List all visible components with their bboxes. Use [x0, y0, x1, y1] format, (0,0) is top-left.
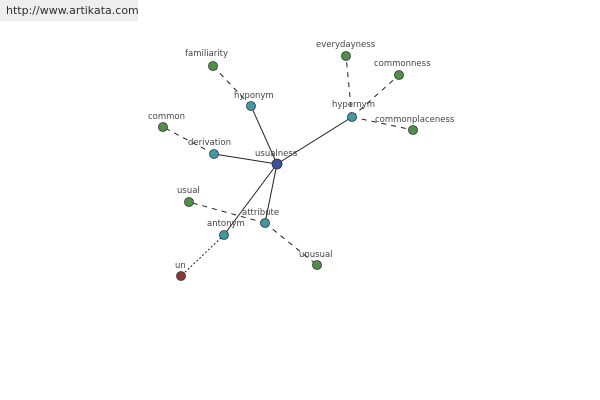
graph-edges	[162, 55, 414, 277]
node-familiarity[interactable]	[208, 61, 218, 71]
edge-usualness-antonym	[223, 163, 278, 236]
node-label-usualness[interactable]: usualness	[255, 149, 298, 159]
node-label-attribute[interactable]: attribute	[242, 208, 279, 218]
node-unusual[interactable]	[312, 260, 322, 270]
node-label-everydayness[interactable]: everydayness	[316, 40, 376, 50]
node-usualness[interactable]	[271, 158, 283, 170]
node-label-un[interactable]: un	[175, 261, 186, 271]
node-label-familiarity[interactable]: familiarity	[185, 49, 228, 59]
node-usual[interactable]	[184, 197, 194, 207]
edge-usualness-attribute	[264, 163, 278, 224]
edge-usualness-derivation	[213, 153, 278, 165]
node-label-unusual[interactable]: unusual	[299, 250, 333, 260]
graph-labels: usualness hyponym hypernym derivation attrib…	[148, 40, 455, 271]
node-antonym[interactable]	[219, 230, 229, 240]
site-url-banner[interactable]: http://www.artikata.com	[0, 0, 139, 21]
node-label-derivation[interactable]: derivation	[188, 138, 231, 148]
node-attribute[interactable]	[260, 218, 270, 228]
node-label-common[interactable]: common	[148, 112, 185, 122]
graph-nodes	[158, 51, 418, 281]
edge-antonym-un	[180, 234, 225, 277]
node-commonness[interactable]	[394, 70, 404, 80]
node-un[interactable]	[176, 271, 186, 281]
node-commonplaceness[interactable]	[408, 125, 418, 135]
edge-attribute-usual	[188, 201, 266, 224]
edge-hypernym-everydayness	[345, 55, 353, 118]
edge-hypernym-commonness	[351, 74, 400, 118]
node-hypernym[interactable]	[347, 112, 357, 122]
edge-usualness-hypernym	[276, 116, 353, 165]
edge-hypernym-commonplaceness	[351, 116, 414, 131]
node-everydayness[interactable]	[341, 51, 351, 61]
node-label-commonness[interactable]: commonness	[374, 59, 431, 69]
edge-attribute-unusual	[264, 222, 318, 266]
node-label-commonplaceness[interactable]: commonplaceness	[375, 115, 455, 125]
node-derivation[interactable]	[209, 149, 219, 159]
node-common[interactable]	[158, 122, 168, 132]
node-label-usual[interactable]: usual	[177, 186, 200, 196]
node-label-antonym[interactable]: antonym	[207, 219, 245, 229]
node-label-hypernym[interactable]: hypernym	[332, 100, 375, 110]
edge-usualness-hyponym	[250, 105, 278, 165]
node-label-hyponym[interactable]: hyponym	[234, 91, 274, 101]
node-hyponym[interactable]	[246, 101, 256, 111]
